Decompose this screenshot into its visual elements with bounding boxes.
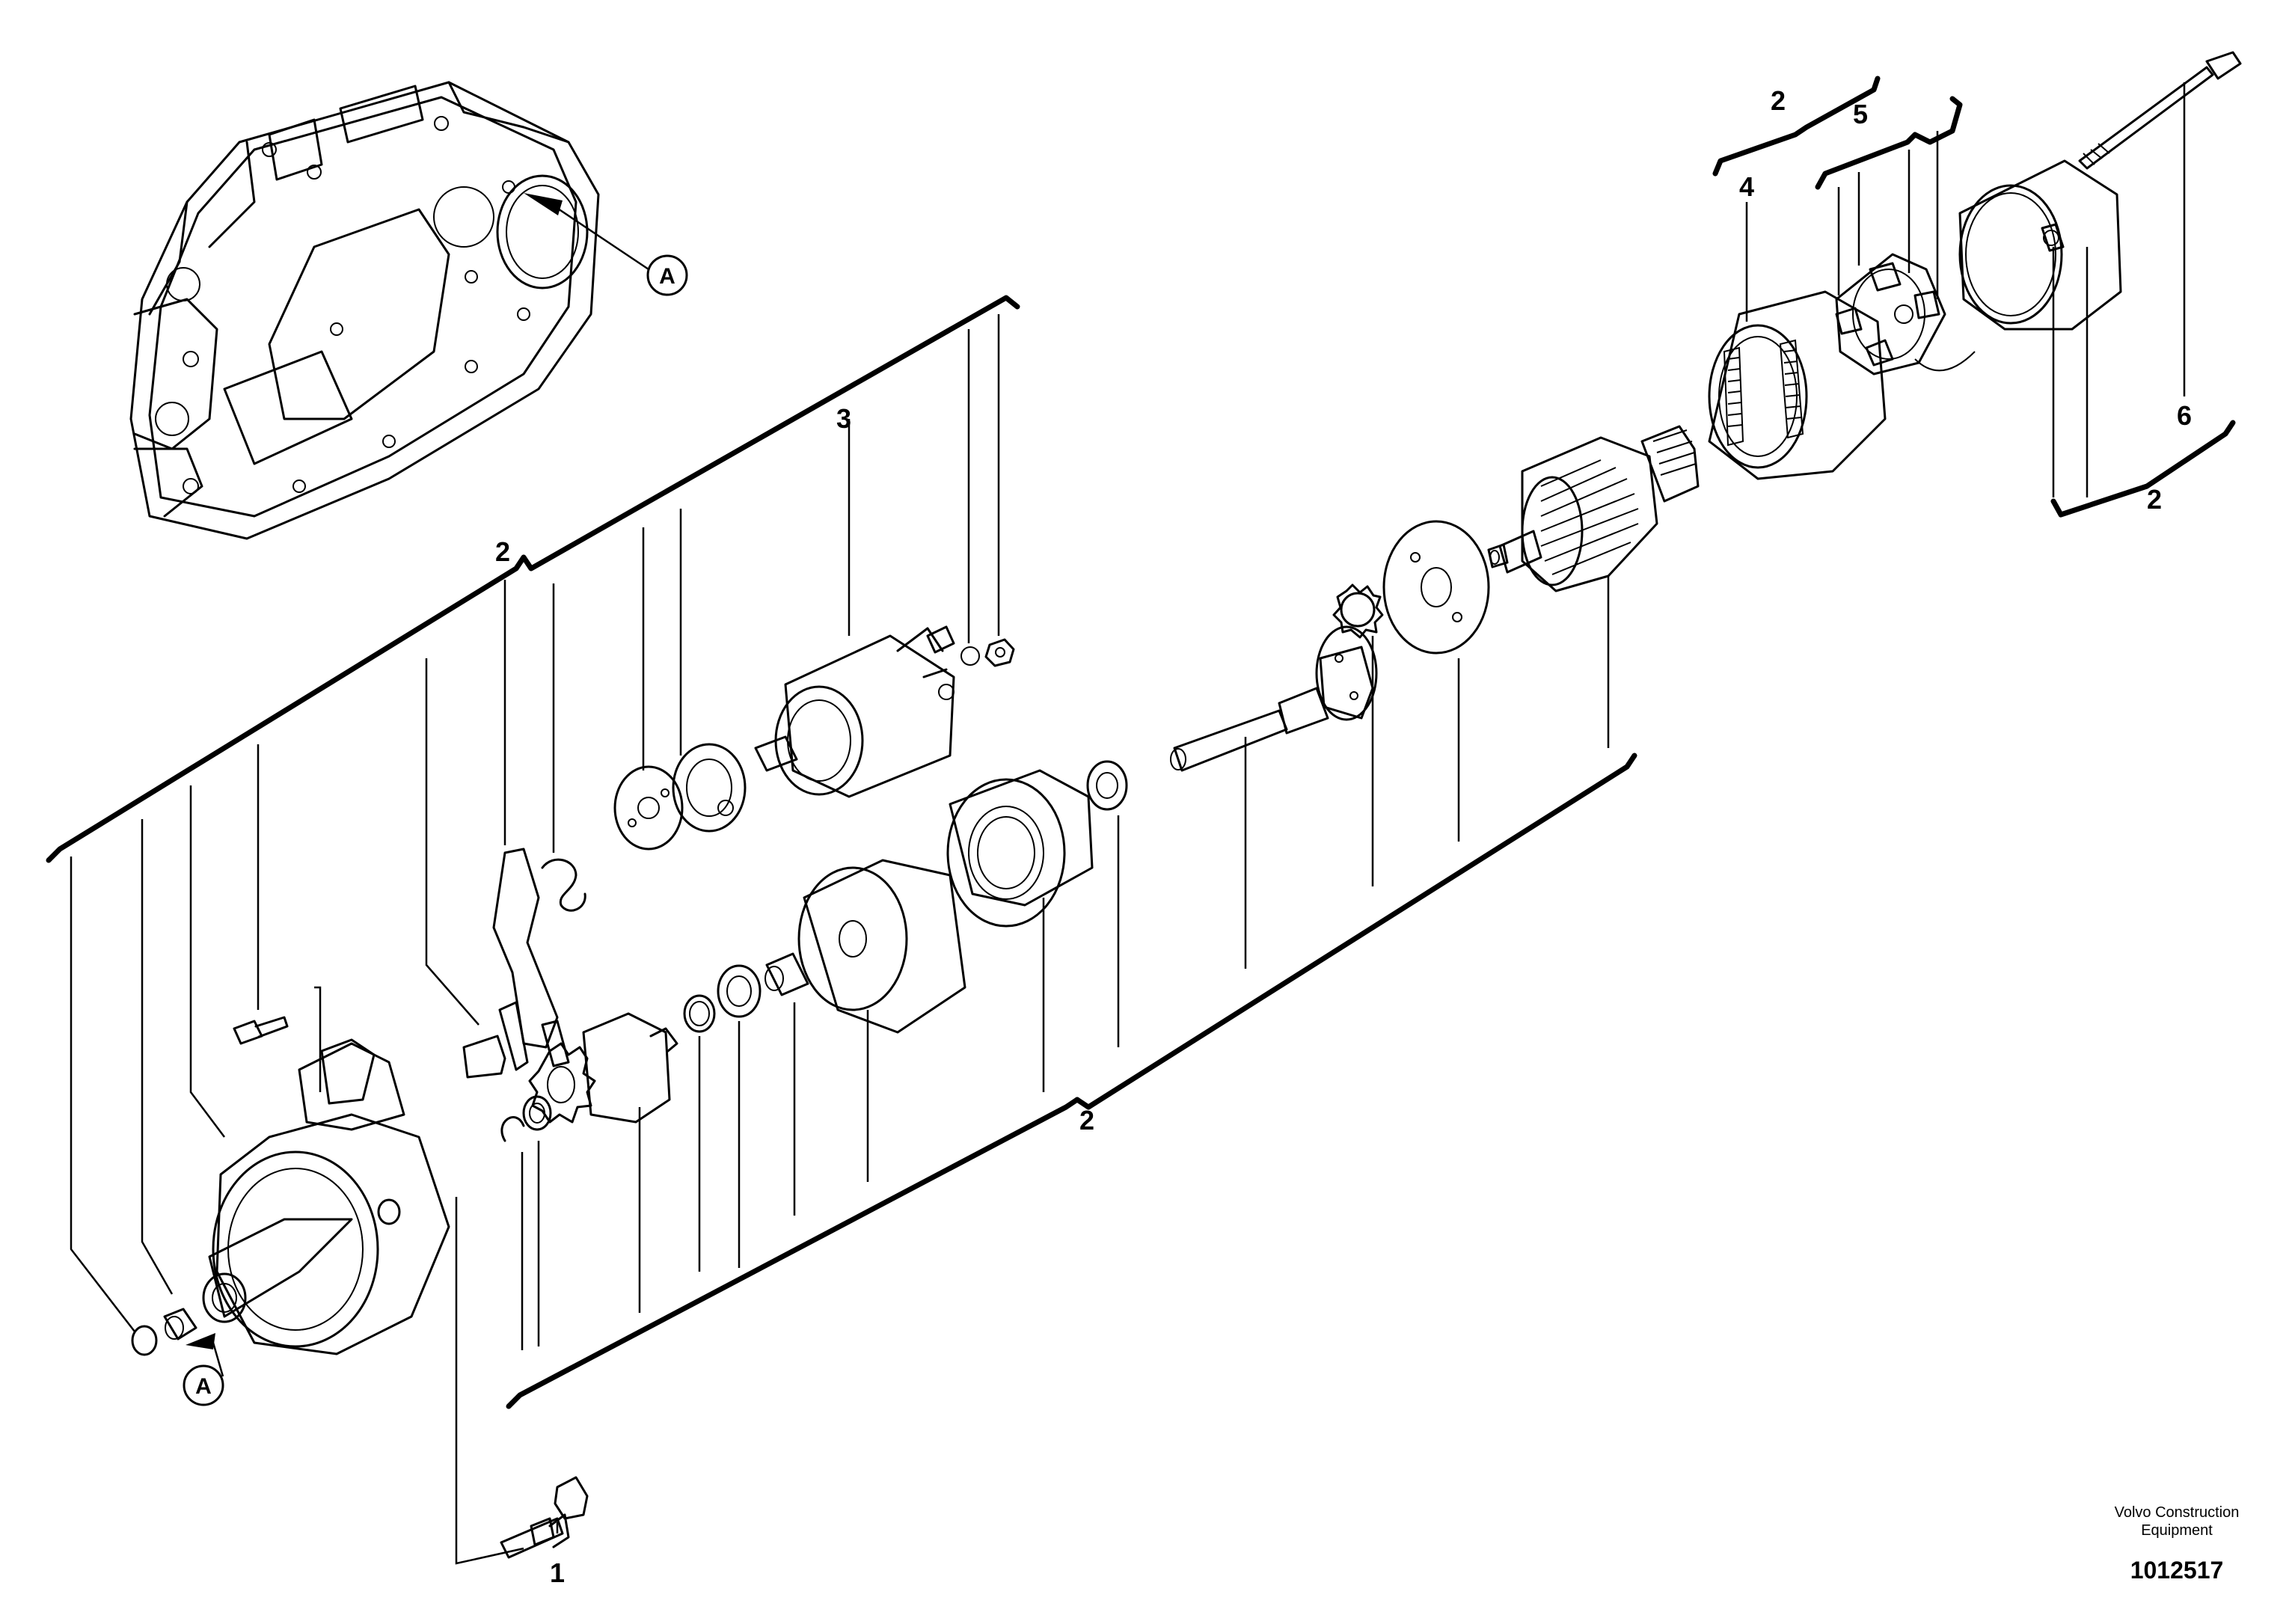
brand-name-line2: Equipment: [2141, 1522, 2213, 1539]
dust-cap: [131, 1325, 158, 1356]
arrow-a-bottom: [186, 1333, 215, 1349]
planet-gear: [1332, 583, 1384, 639]
solenoid-nut-washer: [960, 638, 1015, 667]
pinion-clutch: [528, 1012, 678, 1124]
arrow-a-top: [524, 193, 563, 215]
label-yoke: 4: [1739, 171, 1754, 202]
callout-a-bottom: A: [183, 1364, 224, 1406]
washer: [1086, 760, 1128, 811]
drive-end-housing: [202, 1038, 450, 1355]
pinion-shaft: [1170, 625, 1378, 772]
label-main-assembly: 2: [1079, 1105, 1094, 1136]
mounting-bolt: [500, 1476, 589, 1559]
brand-name-line1: Volvo Construction: [2115, 1504, 2240, 1521]
gear-housing: [797, 859, 966, 1034]
bracket-left-upper: [521, 295, 1020, 572]
center-plate: [1382, 520, 1490, 655]
internal-gear: [946, 769, 1094, 928]
yoke: [1708, 290, 1887, 480]
label-yoke-group: 2: [1771, 85, 1786, 116]
plunger-disc-1: [613, 765, 684, 851]
bracket-main-upper: [1074, 753, 1637, 1110]
lever-spring-clip: [541, 858, 586, 912]
snap-ring: [683, 994, 716, 1033]
rubber-pad: [462, 1035, 506, 1079]
bracket-brush-holder: [1815, 96, 1963, 190]
thrust-washer: [717, 964, 762, 1018]
bracket-left-lower: [46, 554, 527, 863]
armature: [1487, 425, 1700, 592]
drawing-number: 1012517: [2130, 1557, 2224, 1584]
callout-a-top: A: [646, 254, 688, 296]
stop-ring: [522, 1095, 552, 1131]
label-brush-holder: 5: [1853, 99, 1868, 129]
label-bolt: 1: [550, 1557, 565, 1588]
label-end-cover-group: 2: [2147, 484, 2162, 515]
solenoid: [754, 625, 955, 798]
label-solenoid: 3: [836, 403, 851, 434]
end-cover: [1958, 159, 2122, 331]
bracket-main-lower: [506, 1097, 1080, 1409]
through-bolt: [2078, 51, 2242, 170]
callout-a-bottom-label: A: [195, 1374, 212, 1399]
label-left-assembly: 2: [495, 536, 510, 567]
label-through-bolt: 6: [2177, 400, 2192, 431]
shift-lever: [492, 848, 570, 1071]
bushing: [765, 952, 809, 996]
brush-holder: [1835, 253, 1976, 376]
bracket-yoke-group: [1712, 76, 1881, 177]
snap-ring-small: [500, 1116, 525, 1142]
flywheel-housing: [129, 81, 600, 540]
bearing-bushing: [163, 1308, 197, 1340]
plunger-disc-2: [672, 743, 747, 833]
callout-a-top-label: A: [659, 264, 675, 289]
housing-bolt: [233, 1016, 289, 1045]
bracket-end-cover: [2050, 420, 2236, 518]
